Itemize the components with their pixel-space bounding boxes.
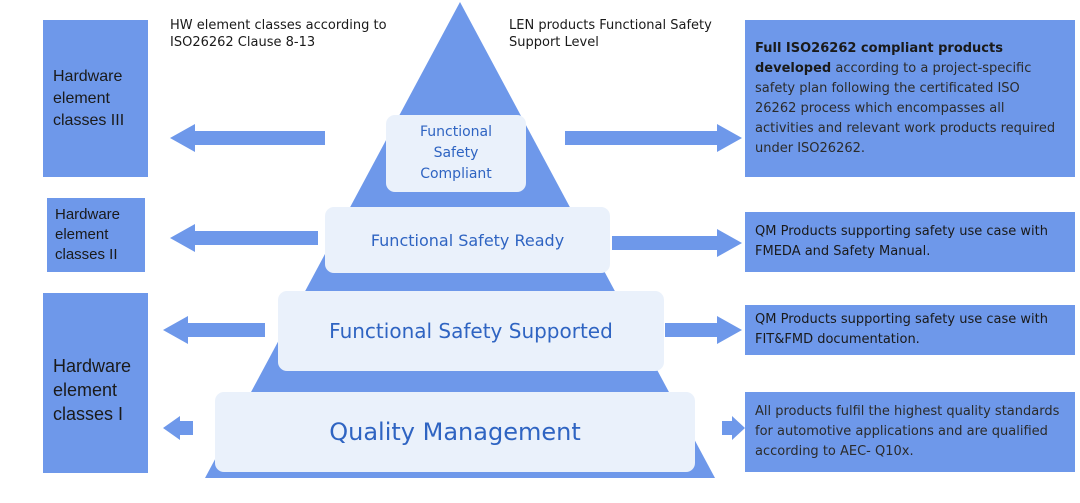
- level-ready: Functional Safety Ready: [325, 207, 610, 273]
- arrow-right-quality: [722, 416, 745, 440]
- desc-ready-box: QM Products supporting safety use case w…: [745, 212, 1075, 272]
- desc-ready-text: QM Products supporting safety use case w…: [755, 224, 1048, 259]
- desc-compliant-text: Full ISO26262 compliant products develop…: [755, 39, 1065, 159]
- level-supported-label: Functional Safety Supported: [329, 319, 613, 343]
- level-quality-label: Quality Management: [329, 418, 581, 446]
- arrow-left-class2: [170, 224, 318, 252]
- hw-class-3-box: Hardware element classes III: [43, 20, 148, 177]
- desc-quality-box: All products fulfil the highest quality …: [745, 392, 1075, 472]
- arrow-left-class1a: [163, 316, 265, 344]
- hw-class-1-label: Hardware element classes I: [53, 356, 132, 424]
- level-compliant: Functional Safety Compliant: [386, 115, 526, 192]
- arrow-right-ready: [612, 229, 742, 257]
- desc-supported-text: QM Products supporting safety use case w…: [755, 312, 1048, 347]
- desc-compliant-box: Full ISO26262 compliant products develop…: [745, 20, 1075, 177]
- arrow-left-class3: [170, 124, 325, 152]
- hw-class-2-label: Hardware element classes II: [55, 206, 121, 263]
- level-supported: Functional Safety Supported: [278, 291, 664, 371]
- header-len-products: LEN products Functional Safety Support L…: [509, 18, 712, 50]
- arrow-left-class1b: [163, 416, 193, 440]
- hw-class-1-box: Hardware element classes I: [43, 293, 148, 473]
- arrow-right-supported: [665, 316, 742, 344]
- level-compliant-label: Functional Safety Compliant: [419, 124, 493, 182]
- desc-supported-box: QM Products supporting safety use case w…: [745, 305, 1075, 355]
- desc-compliant-rest: according to a project-specific safety p…: [755, 60, 1056, 156]
- header-hw-classes: HW element classes according to ISO26262…: [170, 18, 387, 50]
- desc-compliant-bold: Full ISO26262 compliant products develop…: [755, 40, 1003, 76]
- desc-quality-text: All products fulfil the highest quality …: [755, 404, 1060, 459]
- level-ready-label: Functional Safety Ready: [370, 230, 565, 250]
- hw-class-3-label: Hardware element classes III: [53, 67, 125, 129]
- level-quality: Quality Management: [215, 392, 695, 472]
- hw-class-2-box: Hardware element classes II: [47, 198, 145, 272]
- arrow-right-compliant: [565, 124, 742, 152]
